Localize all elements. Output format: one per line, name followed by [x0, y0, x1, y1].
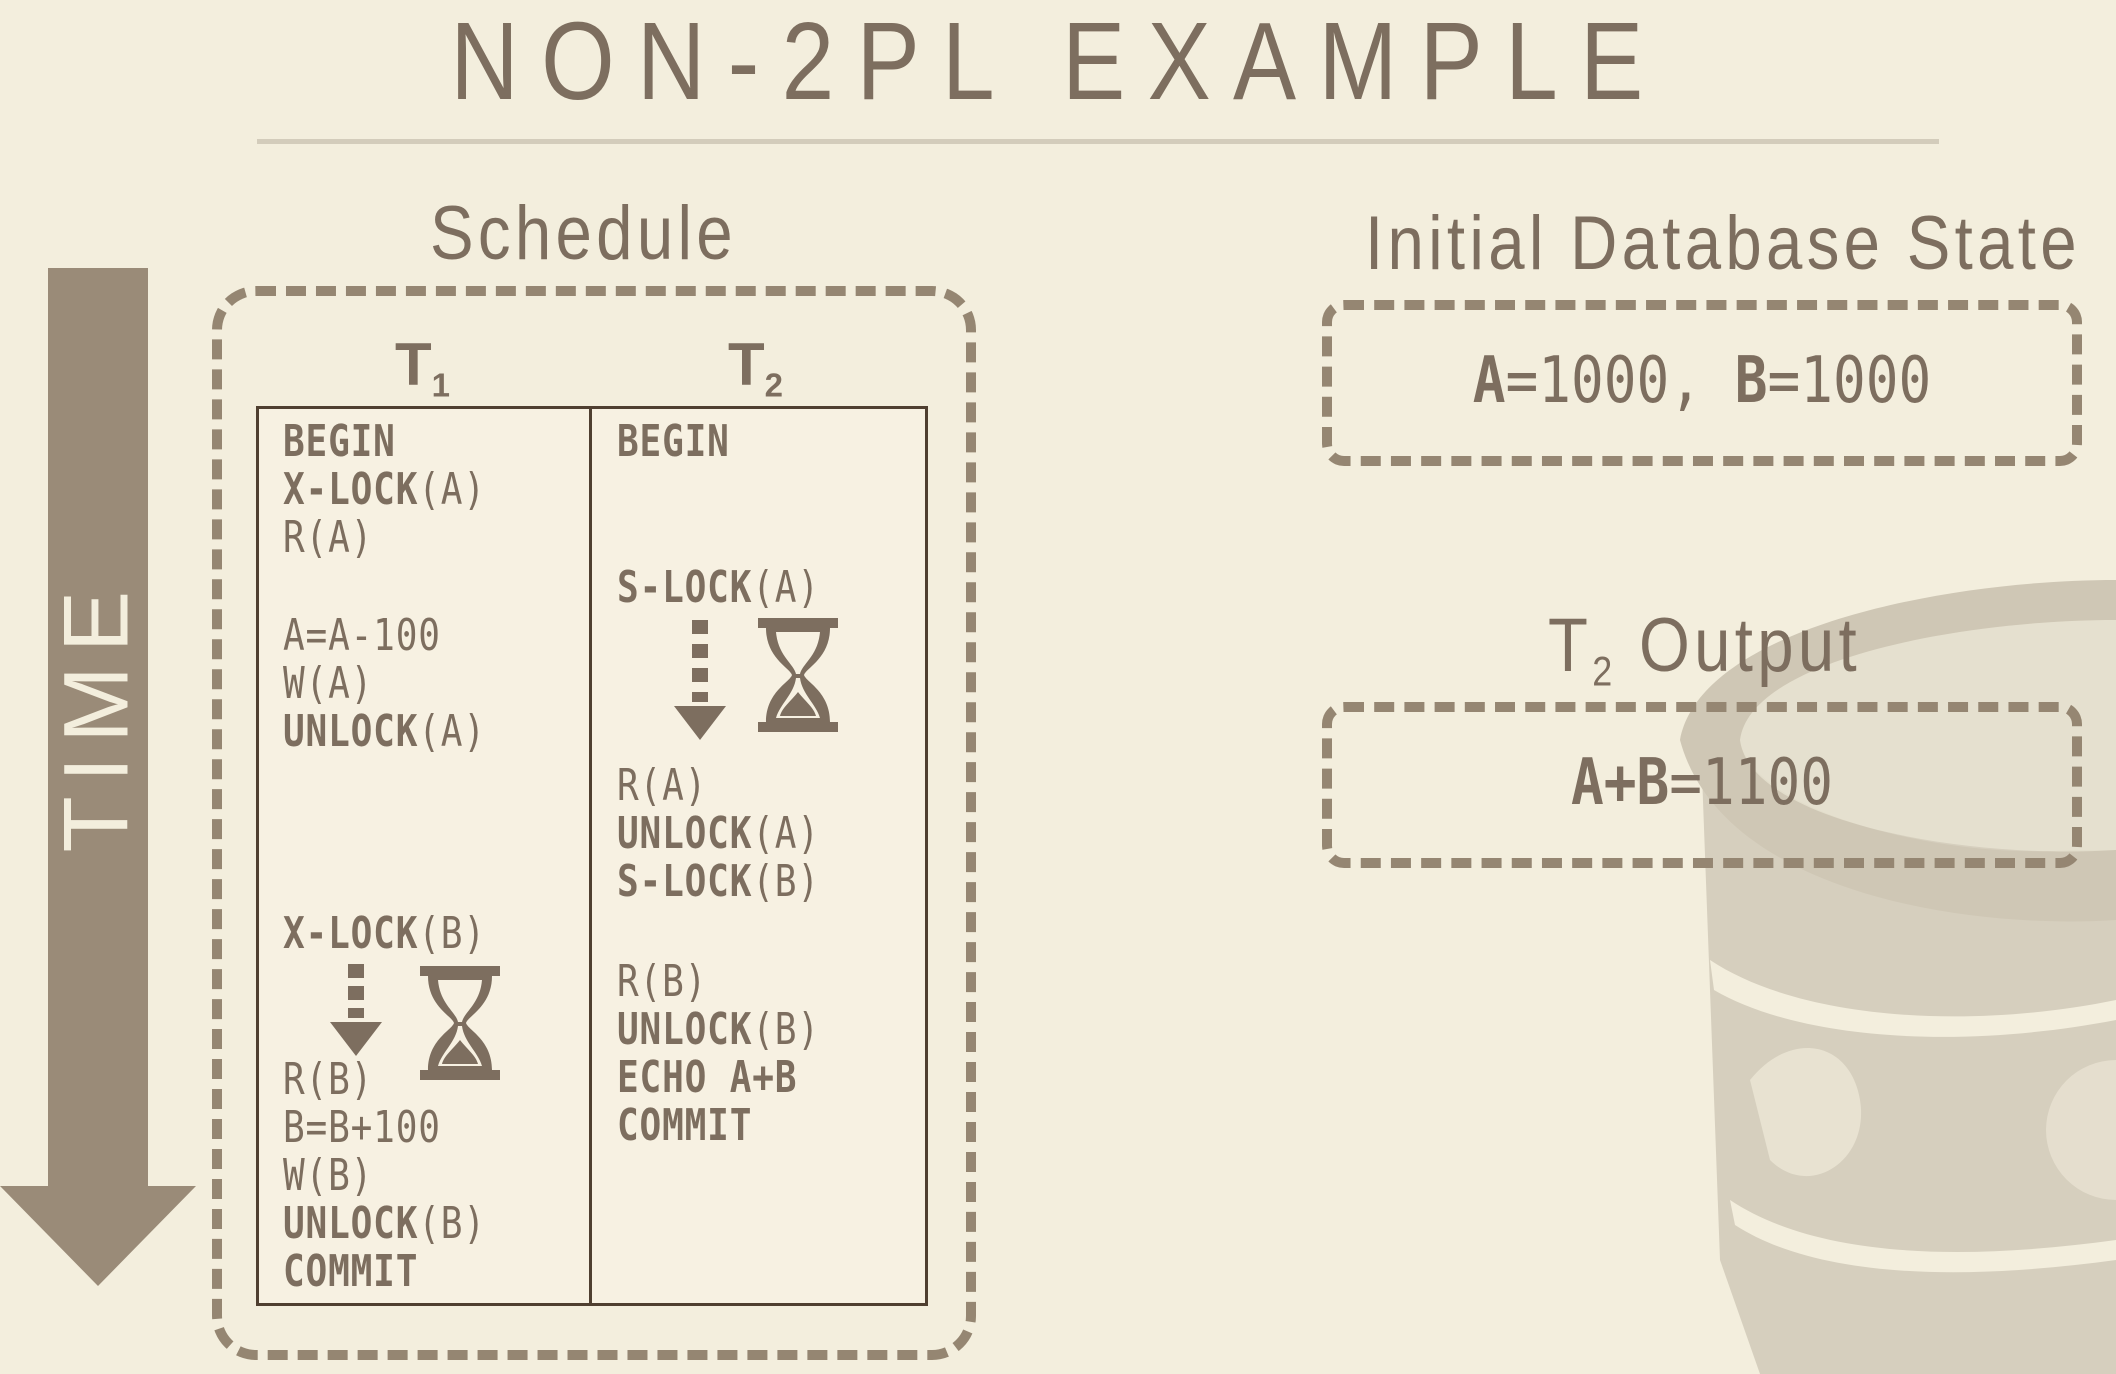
time-label: TIME: [45, 576, 148, 853]
t1-op: X-LOCK(A): [283, 464, 486, 515]
t2-output-heading: T2 Output: [1548, 603, 1861, 695]
schedule-heading: Schedule: [430, 191, 737, 276]
title-underline: [257, 139, 1939, 144]
t2-op: S-LOCK(B): [617, 856, 820, 907]
initial-state-heading: Initial Database State: [1365, 201, 2081, 286]
schedule-container: [212, 286, 976, 1360]
t1-op: COMMIT: [283, 1246, 419, 1297]
t1-op: W(A): [283, 658, 374, 709]
initial-state-value: A=1000, B=1000: [1472, 344, 1932, 418]
wait-arrow-icon: [330, 964, 382, 1056]
t1-op: B=B+100: [283, 1102, 441, 1153]
wait-arrow-icon: [674, 620, 726, 740]
hourglass-icon: [420, 966, 500, 1080]
slide-title: NON-2PL EXAMPLE: [450, 0, 1666, 123]
t2-op: COMMIT: [617, 1100, 753, 1151]
t2-header: T2: [728, 331, 784, 404]
time-arrow-icon: [0, 268, 196, 1286]
t1-op: R(A): [283, 512, 374, 563]
t2-op: ECHO A+B: [617, 1052, 798, 1103]
t2-op: UNLOCK(B): [617, 1004, 820, 1055]
schedule-table: [256, 406, 928, 1306]
t2-op: BEGIN: [617, 416, 730, 467]
t2-output-box: [1322, 702, 2082, 868]
hourglass-icon: [758, 618, 838, 732]
t1-op: UNLOCK(B): [283, 1198, 486, 1249]
t2-op: R(B): [617, 956, 708, 1007]
initial-state-box: [1322, 300, 2082, 466]
t2-op: R(A): [617, 760, 708, 811]
t1-header: T1: [395, 331, 451, 404]
t1-op: BEGIN: [283, 416, 396, 467]
t1-op: UNLOCK(A): [283, 706, 486, 757]
t1-op: A=A-100: [283, 610, 441, 661]
t1-op: X-LOCK(B): [283, 908, 486, 959]
schedule-table-divider: [589, 406, 592, 1306]
t2-op: S-LOCK(A): [617, 562, 820, 613]
t1-op: W(B): [283, 1150, 374, 1201]
t2-op: UNLOCK(A): [617, 808, 820, 859]
t1-op: R(B): [283, 1054, 374, 1105]
t2-output-value: A+B=1100: [1570, 746, 1834, 820]
database-logo-watermark: [1680, 580, 2116, 1374]
